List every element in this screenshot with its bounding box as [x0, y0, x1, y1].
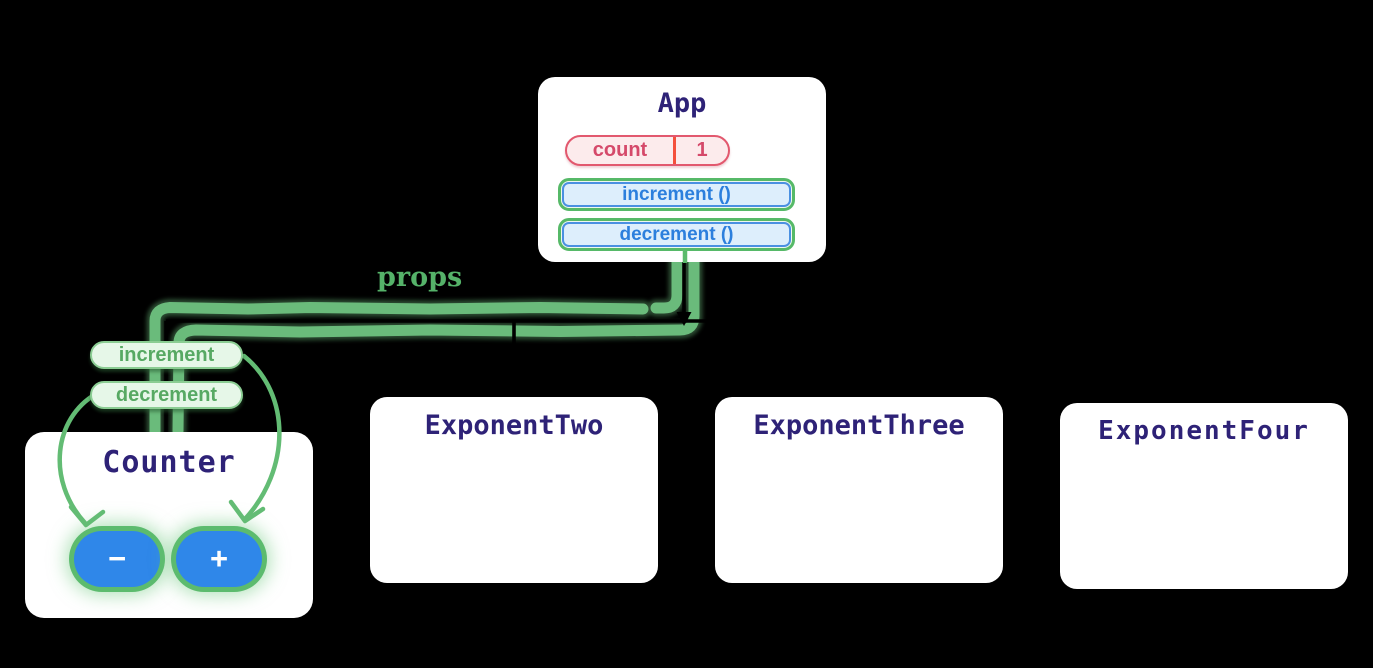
- exponent-two-card: ExponentTwo: [370, 397, 658, 583]
- increment-prop-pill: increment: [90, 341, 243, 369]
- decrement-prop-pill: decrement: [90, 381, 243, 409]
- decrement-method-button[interactable]: decrement (): [558, 218, 795, 251]
- increment-method-label: increment (): [562, 182, 791, 207]
- minus-button[interactable]: −: [74, 531, 160, 587]
- decrement-prop-label: decrement: [115, 383, 218, 406]
- exponent-four-title: ExponentFour: [1098, 416, 1310, 446]
- count-state-value: 1: [696, 139, 708, 161]
- count-state-pill: count 1: [565, 135, 730, 166]
- increment-prop-label: increment: [118, 343, 215, 366]
- minus-icon: −: [107, 541, 127, 576]
- tree-connector-lines: [164, 262, 1206, 433]
- counter-title: Counter: [102, 445, 236, 480]
- increment-method-button[interactable]: increment (): [558, 178, 795, 211]
- counter-card: Counter − +: [25, 432, 313, 618]
- exponent-three-title: ExponentThree: [753, 410, 965, 441]
- exponent-two-title: ExponentTwo: [424, 410, 604, 441]
- app-drop-arrowhead: [676, 312, 692, 326]
- count-state-name: count: [592, 139, 648, 161]
- decrement-method-label: decrement (): [562, 222, 791, 247]
- plus-button[interactable]: +: [176, 531, 262, 587]
- exponent-four-card: ExponentFour: [1060, 403, 1348, 589]
- app-title: App: [657, 88, 707, 119]
- app-card: App count 1 increment () decrement (): [538, 77, 826, 262]
- count-state-divider: [673, 137, 676, 164]
- exponent-three-card: ExponentThree: [715, 397, 1003, 583]
- plus-icon: +: [209, 541, 229, 576]
- props-label: props: [377, 262, 463, 293]
